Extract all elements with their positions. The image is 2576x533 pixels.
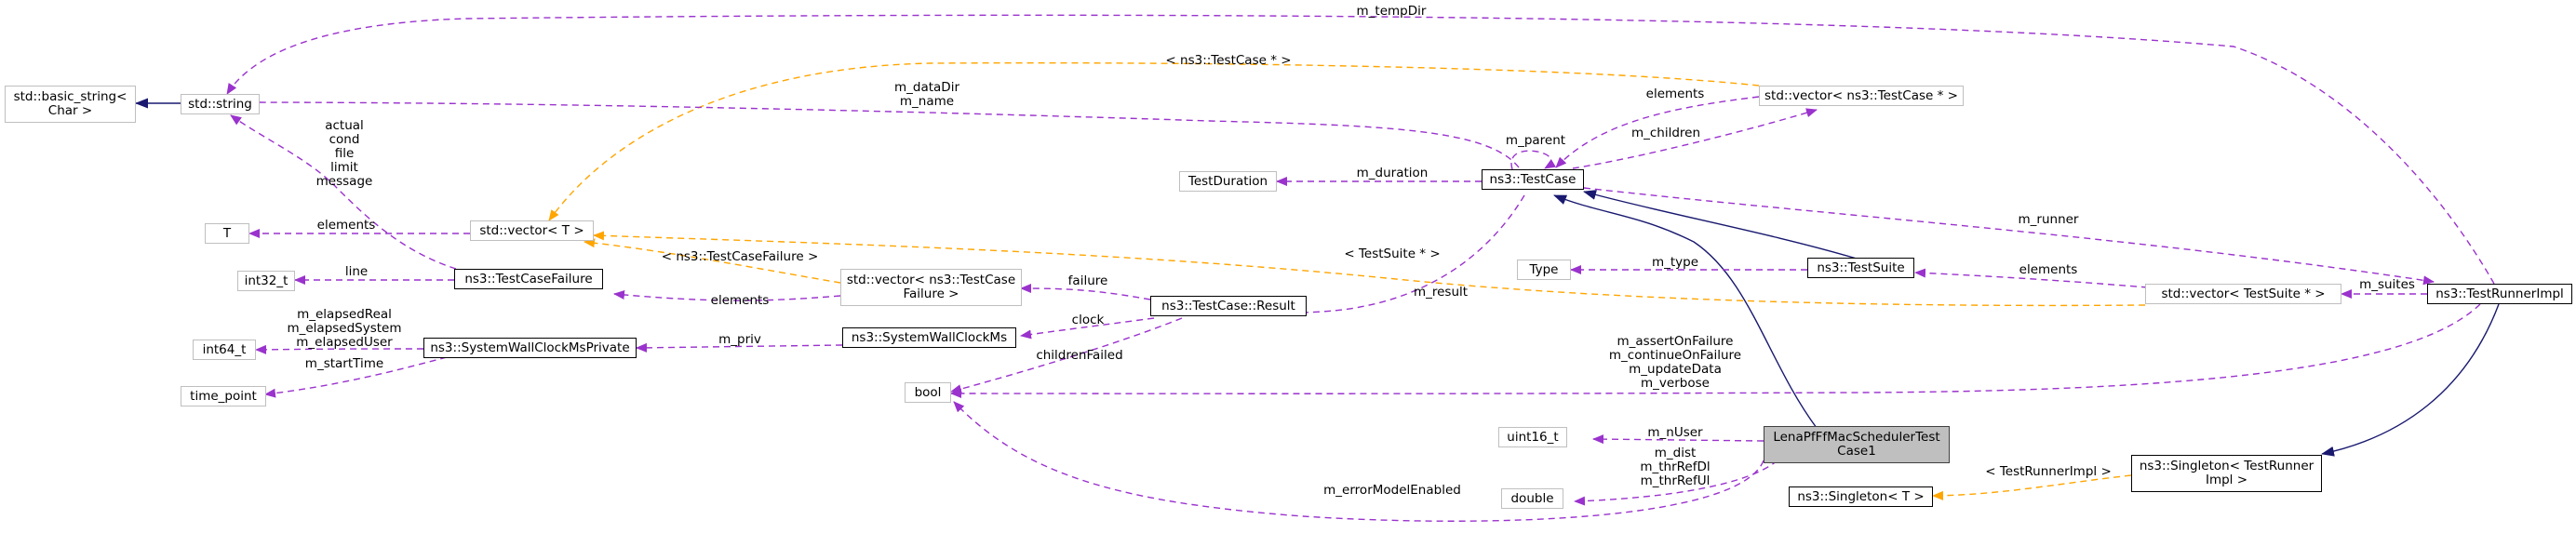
label-testcase-ptr: < ns3::TestCase * > (1165, 53, 1291, 68)
label-priv: m_priv (718, 332, 761, 347)
node-int32-t[interactable]: int32_t (237, 271, 295, 291)
edge-vectorfailure-failure (613, 290, 841, 301)
label-line: m_elapsedReal (297, 307, 392, 322)
edge-lena-uint16 (1592, 434, 1764, 445)
label-line: m_dataDir (894, 80, 959, 95)
label-line: m_continueOnFailure (1609, 348, 1741, 363)
label-line: m_verbose (1641, 376, 1710, 391)
label-line: message (316, 174, 373, 189)
edge-lena-bool (953, 401, 1764, 522)
node-std-string[interactable]: std::string (181, 94, 260, 114)
label-line: m_elapsedSystem (287, 321, 401, 336)
label-line: m_thrRefUl (1641, 473, 1711, 488)
label-clock: clock (1072, 313, 1105, 327)
edge-runner-singleton (2321, 303, 2500, 457)
node-ns3-testsuite[interactable]: ns3::TestSuite (1807, 258, 1914, 278)
label-starttime: m_startTime (305, 356, 383, 371)
node-T[interactable]: T (205, 223, 249, 244)
node-singleton-T[interactable]: ns3::Singleton< T > (1789, 486, 1933, 507)
edge-lena-double (1574, 460, 1778, 506)
node-testduration[interactable]: TestDuration (1179, 171, 1277, 192)
edge-private-timepoint (264, 356, 448, 398)
label-line: m_thrRefDl (1640, 460, 1710, 474)
label-nuser: m_nUser (1647, 425, 1703, 440)
label-line: actual (325, 118, 364, 133)
label-line: m_dist (1655, 446, 1697, 460)
node-testcasefailure[interactable]: ns3::TestCaseFailure (454, 269, 603, 289)
label-testsuite-tmpl: < TestSuite * > (1344, 247, 1440, 261)
node-testrunnerimpl[interactable]: ns3::TestRunnerImpl (2427, 284, 2572, 304)
node-testcase-result[interactable]: ns3::TestCase::Result (1150, 296, 1307, 316)
node-lenapfffmacschedulertestcase1[interactable]: LenaPfFfMacSchedulerTest Case1 (1764, 426, 1950, 463)
edge-vectorfailure-vectorT (584, 238, 841, 284)
edge-vectortc-testcase-elements (1555, 96, 1760, 168)
edge-vectorsuite-vectorT (593, 231, 2146, 307)
edge-failure-string (230, 114, 457, 270)
label-testcasefailure-tmpl: < ns3::TestCaseFailure > (662, 249, 819, 264)
label-elements-failure: elements (711, 293, 770, 308)
label-line: m_name (900, 94, 954, 109)
label-type: m_type (1652, 255, 1698, 270)
node-std-basic-string[interactable]: std::basic_string< Char > (5, 86, 136, 123)
label-errormodel: m_errorModelEnabled (1323, 483, 1461, 498)
label-elements-T: elements (317, 218, 376, 233)
edge-lena-testcase (1553, 194, 1818, 429)
node-std-vector-testsuite-ptr[interactable]: std::vector< TestSuite * > (2145, 284, 2341, 304)
node-time-point[interactable]: time_point (181, 386, 266, 406)
label-line: line (345, 264, 368, 279)
edge-runner-string-tempdir (226, 14, 2495, 285)
label-elements-suite: elements (2019, 262, 2078, 277)
edge-testsuite-testcase (1583, 190, 1858, 260)
node-std-vector-T[interactable]: std::vector< T > (470, 220, 594, 241)
label-tempdir: m_tempDir (1357, 4, 1427, 19)
node-ns3-testcase[interactable]: ns3::TestCase (1482, 169, 1584, 190)
label-suites: m_suites (2359, 277, 2415, 292)
node-int64-t[interactable]: int64_t (193, 340, 256, 360)
node-double[interactable]: double (1501, 488, 1563, 509)
edge-syswall-private (636, 342, 843, 353)
node-std-vector-testcasefailure[interactable]: std::vector< ns3::TestCase Failure > (840, 269, 1022, 306)
edge-testcase-vectortc-children (1572, 108, 1818, 169)
node-std-vector-testcase-ptr[interactable]: std::vector< ns3::TestCase * > (1759, 86, 1964, 106)
node-singleton-testrunnerimpl[interactable]: ns3::Singleton< TestRunner Impl > (2131, 455, 2322, 492)
edge-vectortc-vectorT (548, 61, 1760, 221)
edge-singletonrunner-singletonT (1932, 474, 2132, 500)
node-bool[interactable]: bool (905, 382, 951, 403)
edge-result-bool (950, 317, 1183, 393)
label-elements-tc: elements (1646, 87, 1705, 101)
label-result: m_result (1414, 285, 1468, 300)
label-line: limit (330, 160, 358, 175)
label-childrenfailed: childrenFailed (1036, 348, 1122, 363)
label-line: cond (329, 132, 360, 147)
node-systemwallclockmsprivate[interactable]: ns3::SystemWallClockMsPrivate (423, 338, 637, 358)
label-runner: m_runner (2019, 212, 2079, 227)
label-children: m_children (1631, 126, 1700, 140)
edge-testcase-runner (1583, 187, 2435, 286)
node-uint16-t[interactable]: uint16_t (1498, 427, 1567, 447)
edge-runner-bool (950, 303, 2481, 399)
label-line: m_elapsedUser (296, 335, 393, 350)
label-line: file (335, 146, 355, 161)
edge-result-syswall (1020, 317, 1155, 340)
label-line: m_updateData (1629, 362, 1722, 377)
label-failure: failure (1068, 273, 1108, 288)
edge-result-vectorfailure (1020, 284, 1151, 300)
node-type[interactable]: Type (1517, 260, 1571, 280)
label-parent: m_parent (1506, 133, 1565, 148)
edge-testcase-parent (1510, 150, 1557, 170)
edge-testcase-string-name (243, 98, 1520, 168)
label-runnerimpl-tmpl: < TestRunnerImpl > (1985, 464, 2112, 479)
node-systemwallclockms[interactable]: ns3::SystemWallClockMs (842, 327, 1016, 348)
label-duration: m_duration (1357, 166, 1429, 180)
label-line: m_assertOnFailure (1617, 334, 1734, 349)
